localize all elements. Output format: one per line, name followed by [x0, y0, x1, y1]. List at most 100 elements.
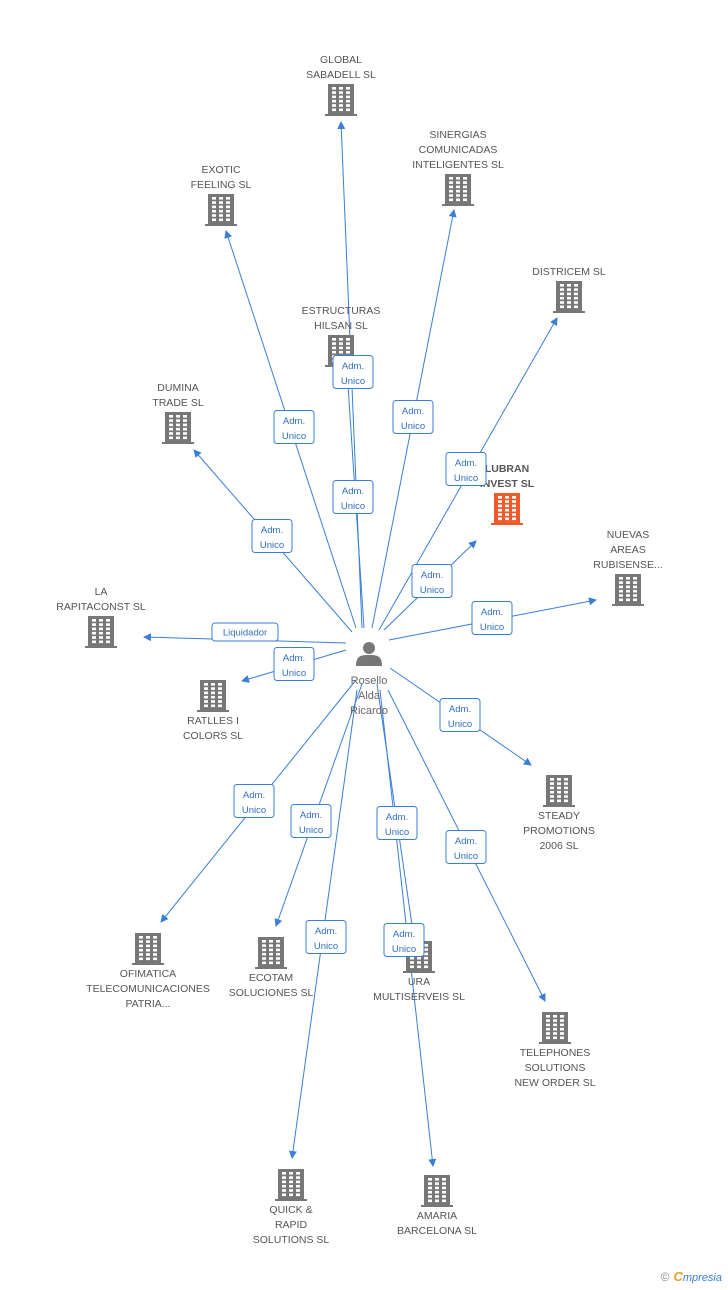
company-name-line: TELECOMUNICACIONES	[86, 983, 210, 995]
edge-role: Adm.	[449, 704, 471, 715]
edge-role: Unico	[401, 421, 425, 432]
building-icon	[275, 1169, 307, 1201]
building-icon	[325, 84, 357, 116]
company-name-line: SINERGIAS	[429, 129, 486, 141]
company-name-line: NUEVAS	[607, 529, 649, 541]
copyright-symbol: ©	[660, 1270, 670, 1284]
company-name-line: EXOTIC	[201, 164, 241, 176]
edge-role: Adm.	[283, 653, 305, 664]
building-icon	[491, 493, 523, 525]
edge-role: Unico	[480, 622, 504, 633]
edge-label-steady-promotions[interactable]: Adm. Unico	[439, 698, 481, 732]
company-name-line: RAPITACONST SL	[56, 601, 146, 613]
edge-role: Adm.	[261, 525, 283, 536]
building-icon	[162, 412, 194, 444]
edge-role: Adm.	[481, 607, 503, 618]
company-name-line: LUBRAN	[485, 463, 529, 475]
company-node-telephones-solutions[interactable]: TELEPHONES SOLUTIONS NEW ORDER SL	[514, 1012, 596, 1089]
edge-role: Unico	[392, 944, 416, 955]
edge-role: Unico	[448, 719, 472, 730]
company-name-line: URA	[408, 976, 430, 988]
company-name-line: RATLLES I	[187, 715, 239, 727]
company-name-line: ECOTAM	[249, 972, 293, 984]
building-icon	[85, 616, 117, 648]
edge-role: Adm.	[243, 790, 265, 801]
company-node-lubran-invest[interactable]: LUBRAN INVEST SL	[480, 463, 535, 525]
building-icon	[543, 775, 575, 807]
edge-label-lubran-invest[interactable]: Adm.Unico	[411, 564, 453, 598]
edge-role: Adm.	[342, 486, 364, 497]
company-node-ofimatica[interactable]: OFIMATICATELECOMUNICACIONESPATRIA...	[86, 933, 210, 1010]
company-name-line: RUBISENSE...	[593, 559, 662, 571]
company-name-line: PATRIA...	[125, 998, 170, 1010]
edge-label-ura-multiserveis[interactable]: Adm.Unico	[376, 806, 418, 840]
company-name-line: GLOBAL	[320, 54, 362, 66]
company-name-line: INVEST SL	[480, 478, 535, 490]
footer-brand[interactable]: ©Cmpresia	[661, 1269, 722, 1284]
edge-label-ratlles-colors[interactable]: Adm. Unico	[273, 647, 315, 681]
edge-role: Adm.	[386, 812, 408, 823]
building-icon	[421, 1175, 453, 1207]
company-node-global-sabadell[interactable]: GLOBAL SABADELL SL	[306, 54, 376, 116]
building-icon	[132, 933, 164, 965]
building-icon	[553, 281, 585, 313]
edge-label-nuevas-areas[interactable]: Adm. Unico	[471, 601, 513, 635]
building-icon	[205, 194, 237, 226]
company-name-line: TRADE SL	[152, 397, 204, 409]
edge-label-la-rapitaconst[interactable]: Liquidador	[211, 622, 279, 642]
company-name-line: INTELIGENTES SL	[412, 159, 504, 171]
edge-role: Adm.	[455, 458, 477, 469]
edge-role: Unico	[314, 941, 338, 952]
company-name-line: TELEPHONES	[520, 1047, 591, 1059]
edge-role: Unico	[299, 825, 323, 836]
company-node-districem[interactable]: DISTRICEM SL	[532, 266, 606, 313]
edge-role: Unico	[282, 668, 306, 679]
company-name-line: RAPID	[275, 1219, 308, 1231]
edge-label-quick-rapid[interactable]: Adm. Unico	[305, 920, 347, 954]
company-node-dumina-trade[interactable]: DUMINA TRADE SL	[152, 382, 204, 444]
edge-label-ofimatica[interactable]: Adm. Unico	[233, 784, 275, 818]
edge-role: Unico	[242, 805, 266, 816]
edge-label-exotic-feeling[interactable]: Adm.Unico	[273, 410, 315, 444]
company-node-nuevas-areas[interactable]: NUEVASAREASRUBISENSE...	[593, 529, 663, 606]
company-name-line: SOLUTIONS	[525, 1062, 586, 1074]
company-node-exotic-feeling[interactable]: EXOTIC FEELING SL	[191, 164, 252, 226]
edge-label-ecotam[interactable]: Adm.Unico	[290, 804, 332, 838]
edge-label-estructuras-hilsan[interactable]: Adm.Unico	[332, 355, 374, 389]
edge-role: Unico	[454, 851, 478, 862]
company-name-line: NEW ORDER SL	[514, 1077, 595, 1089]
edge-role: Unico	[341, 501, 365, 512]
edge-label-telephones-solutions[interactable]: Adm.Unico	[445, 830, 487, 864]
brand-name: mpresia	[682, 1272, 722, 1284]
company-name-line: PROMOTIONS	[523, 825, 595, 837]
edge-role: Adm.	[283, 416, 305, 427]
company-name-line: FEELING SL	[191, 179, 252, 191]
edge-label-dumina-trade[interactable]: Adm. Unico	[251, 519, 293, 553]
edge-label-global-sabadell[interactable]: Adm. Unico	[332, 480, 374, 514]
edge-role: Liquidador	[223, 628, 267, 639]
company-name-line: SABADELL SL	[306, 69, 376, 81]
edge-role: Unico	[454, 473, 478, 484]
edge-labels-layer: Adm.UnicoAdm.UnicoAdm.UnicoAdm.UnicoAdm.…	[211, 355, 513, 957]
edge-role: Unico	[260, 540, 284, 551]
person-name-line: Ricardo	[350, 705, 388, 717]
edge-label-sinergias[interactable]: Adm.Unico	[392, 400, 434, 434]
edge-role: Unico	[420, 585, 444, 596]
edge-label-districem[interactable]: Adm. Unico	[445, 452, 487, 486]
edge-role: Adm.	[315, 926, 337, 937]
company-name-line: HILSAN SL	[314, 320, 368, 332]
building-icon	[197, 680, 229, 712]
company-name-line: DUMINA	[157, 382, 198, 394]
edge-label-amaria-barcelona[interactable]: Adm.Unico	[383, 923, 425, 957]
person-name-line: Alda	[358, 690, 381, 702]
company-name-line: BARCELONA SL	[397, 1225, 477, 1237]
